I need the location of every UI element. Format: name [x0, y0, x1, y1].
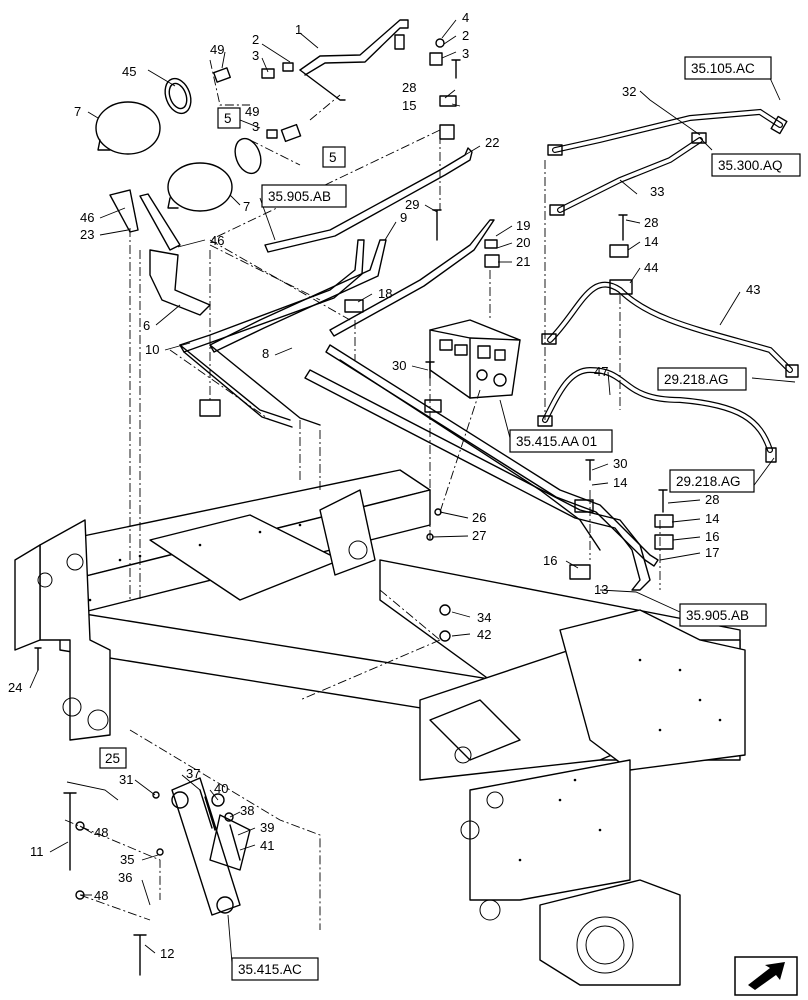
callout-17: 17	[705, 545, 719, 560]
callout-37: 37	[186, 766, 200, 781]
callout-2: 2	[252, 32, 259, 47]
pipe-lower-long	[339, 359, 601, 551]
accumulator-lower	[167, 137, 262, 212]
reference-boxes: 35.105.AC 35.300.AQ 35.905.AB 29.218.AG …	[231, 56, 801, 981]
callout-13: 13	[594, 582, 608, 597]
pipe-10	[179, 239, 365, 428]
callout-10: 10	[145, 342, 159, 357]
callout-34: 34	[477, 610, 491, 625]
callout-33: 33	[650, 184, 664, 199]
callout-6: 6	[143, 318, 150, 333]
pipe-9	[209, 239, 387, 426]
callout-30: 30	[392, 358, 406, 373]
callout-27: 27	[472, 528, 486, 543]
callout-40: 40	[214, 781, 228, 796]
pipe-22	[264, 147, 473, 253]
clamps	[199, 95, 674, 580]
callout-23: 23	[80, 227, 94, 242]
callout-31: 31	[119, 772, 133, 787]
callout-48: 48	[94, 825, 108, 840]
callout-49: 49	[245, 104, 259, 119]
accumulator-upper	[95, 77, 192, 155]
callout-46: 46	[80, 210, 94, 225]
callout-15: 15	[402, 98, 416, 113]
callout-41: 41	[260, 838, 274, 853]
chassis-frame	[14, 469, 746, 986]
fittings-accumulator	[213, 34, 445, 143]
boxed-label-5: 5	[329, 150, 337, 165]
callout-24: 24	[8, 680, 22, 695]
callout-48: 48	[94, 888, 108, 903]
hose-47	[537, 366, 777, 463]
reference-35300aq: 35.300.AQ	[718, 158, 783, 173]
callout-9: 9	[400, 210, 407, 225]
callout-28: 28	[644, 215, 658, 230]
callout-11: 11	[30, 844, 44, 859]
callout-45: 45	[122, 64, 136, 79]
callout-numbers: 1 2 2 3 3 3 4 6 7 7 8 9 10 11 12 13 14 1…	[8, 10, 760, 961]
callout-44: 44	[644, 260, 658, 275]
reference-29218ag: 29.218.AG	[664, 372, 729, 387]
callout-3: 3	[462, 46, 469, 61]
callout-2: 2	[462, 28, 469, 43]
boxed-label-25: 25	[105, 751, 120, 766]
arrow-direction-icon	[734, 956, 798, 996]
callout-43: 43	[746, 282, 760, 297]
bracket-6	[109, 189, 211, 316]
callout-16: 16	[705, 529, 719, 544]
leader-lines	[29, 19, 796, 964]
callout-36: 36	[118, 870, 132, 885]
linkage-assembly	[63, 777, 251, 976]
valve-block	[429, 319, 521, 399]
hose-32	[547, 108, 788, 156]
pipe-13	[304, 369, 651, 591]
pipe-19-run	[329, 219, 495, 337]
callout-38: 38	[240, 803, 254, 818]
callout-19: 19	[516, 218, 530, 233]
callout-26: 26	[472, 510, 486, 525]
callout-30: 30	[613, 456, 627, 471]
callout-16: 16	[543, 553, 557, 568]
reference-35905ab: 35.905.AB	[686, 608, 749, 623]
callout-14: 14	[644, 234, 658, 249]
callout-12: 12	[160, 946, 174, 961]
callout-28: 28	[705, 492, 719, 507]
reference-35415aa01: 35.415.AA 01	[516, 434, 597, 449]
phantom-lines	[64, 59, 661, 930]
hose-43	[541, 281, 799, 378]
callout-7: 7	[243, 199, 250, 214]
callout-14: 14	[613, 475, 627, 490]
callout-39: 39	[260, 820, 274, 835]
callout-7: 7	[74, 104, 81, 119]
boxed-labels: 5 5 25	[99, 107, 346, 769]
callout-46: 46	[210, 233, 224, 248]
callout-4: 4	[462, 10, 469, 25]
callout-47: 47	[594, 364, 608, 379]
hose-33	[549, 132, 707, 216]
reference-29218ag: 29.218.AG	[676, 474, 741, 489]
callout-32: 32	[622, 84, 636, 99]
pipe-1	[299, 19, 409, 101]
callout-29: 29	[405, 197, 419, 212]
callout-35: 35	[120, 852, 134, 867]
callout-3: 3	[252, 48, 259, 63]
callout-42: 42	[477, 627, 491, 642]
callout-14: 14	[705, 511, 719, 526]
callout-18: 18	[378, 286, 392, 301]
callout-22: 22	[485, 135, 499, 150]
callout-8: 8	[262, 346, 269, 361]
callout-1: 1	[295, 22, 302, 37]
callout-49: 49	[210, 42, 224, 57]
callout-20: 20	[516, 235, 530, 250]
reference-35415ac: 35.415.AC	[238, 962, 302, 977]
callout-21: 21	[516, 254, 530, 269]
boxed-label-5: 5	[224, 111, 232, 126]
reference-35105ac: 35.105.AC	[691, 61, 755, 76]
callout-3: 3	[252, 119, 259, 134]
fitting-44	[609, 279, 633, 295]
reference-35905ab: 35.905.AB	[268, 189, 331, 204]
callout-28: 28	[402, 80, 416, 95]
